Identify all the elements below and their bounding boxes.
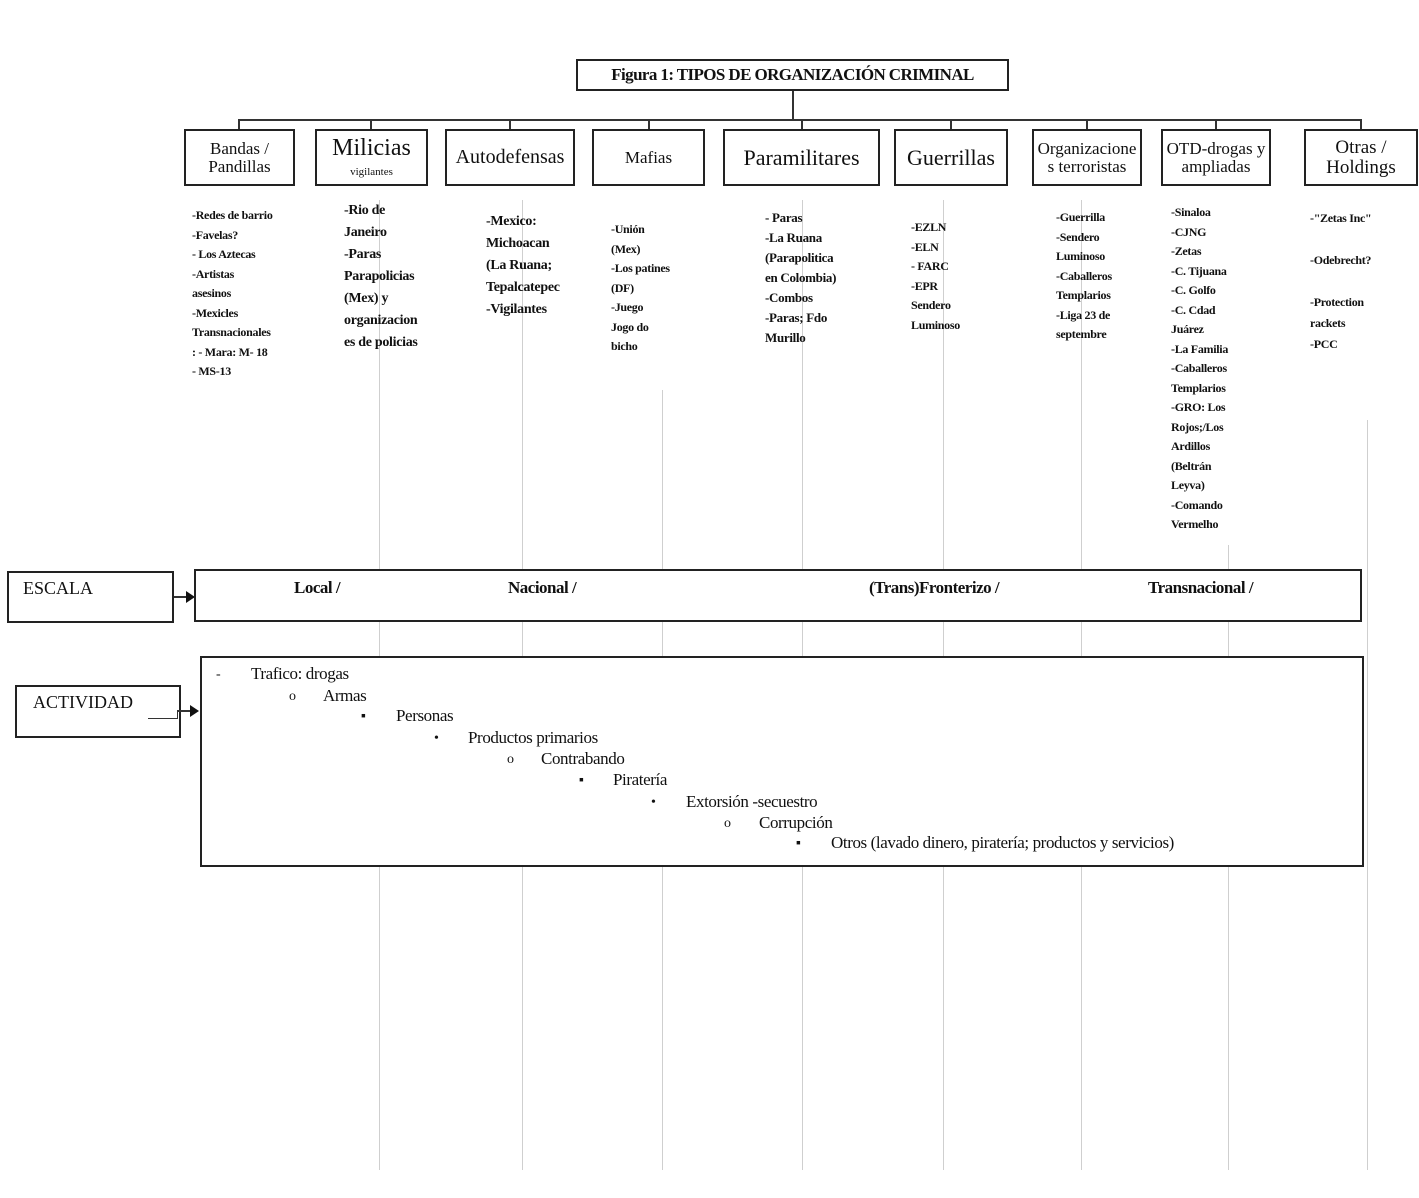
escala-label-box: ESCALA <box>7 571 174 623</box>
branch-drop <box>1360 119 1362 130</box>
actividad-bullet: o <box>724 816 731 831</box>
category-examples: - Paras -La Ruana (Parapolitica en Colom… <box>765 210 837 345</box>
escala-local: Local / <box>294 578 341 597</box>
guide-line <box>1367 420 1368 1170</box>
category-organizaciones-terroristas: Organizacione s terroristas <box>1032 129 1142 186</box>
category-otras-holdings: Otras / Holdings <box>1304 129 1418 186</box>
actividad-bullet: ▪ <box>579 773 584 788</box>
category-examples: -EZLN -ELN - FARC -EPR Sendero Luminoso <box>911 220 960 332</box>
branch-drop <box>801 119 803 130</box>
actividad-bullet: ▪ <box>796 836 801 851</box>
category-examples: -Guerrilla -Sendero Luminoso -Caballeros… <box>1056 210 1112 341</box>
category-label: Organizacione s terroristas <box>1037 138 1137 176</box>
category-label: Mafias <box>624 147 673 167</box>
actividad-bullet: o <box>507 752 514 767</box>
actividad-item: Contrabando <box>541 749 625 768</box>
escala-arrow-icon <box>186 591 195 603</box>
actividad-bullet: • <box>651 795 656 810</box>
actividad-arrow-shaft <box>177 710 191 712</box>
branch-drop <box>1215 119 1217 130</box>
category-label: Autodefensas <box>455 146 565 168</box>
category-mafias: Mafias <box>592 129 705 186</box>
escala-label: ESCALA <box>23 578 94 598</box>
diagram-title-text: Figura 1: TIPOS DE ORGANIZACIÓN CRIMINAL <box>611 65 974 85</box>
escala-nacional: Nacional / <box>508 578 577 597</box>
actividad-bullet: • <box>434 731 439 746</box>
actividad-item: Trafico: drogas <box>251 664 349 683</box>
category-examples: -Redes de barrio -Favelas? - Los Aztecas… <box>192 208 273 378</box>
category-guerrillas: Guerrillas <box>894 129 1008 186</box>
branch-bar <box>238 119 1362 121</box>
category-label: OTD-drogas y ampliadas <box>1166 138 1266 176</box>
branch-drop <box>238 119 240 130</box>
escala-transfronterizo: (Trans)Fronterizo / <box>869 578 1000 597</box>
category-label: Bandas / Pandillas <box>208 138 271 176</box>
actividad-item: Corrupción <box>759 813 833 832</box>
actividad-label-box: ACTIVIDAD <box>15 685 181 738</box>
category-autodefensas: Autodefensas <box>445 129 575 186</box>
category-milicias: Milicias vigilantes <box>315 129 428 186</box>
actividad-bullet: - <box>216 667 221 682</box>
category-bandas-pandillas: Bandas / Pandillas <box>184 129 295 186</box>
category-label: Otras / Holdings <box>1326 136 1396 178</box>
escala-transnacional: Transnacional / <box>1148 578 1254 597</box>
escala-scale-box <box>194 569 1362 622</box>
actividad-item: Productos primarios <box>468 728 598 747</box>
category-examples: -"Zetas Inc" -Odebrecht? -Protection rac… <box>1310 211 1372 351</box>
actividad-bullet: ▪ <box>361 709 366 724</box>
actividad-arrow-riser <box>177 710 178 719</box>
actividad-arrow-shaft <box>148 718 178 719</box>
actividad-bullet: o <box>289 689 296 704</box>
title-connector <box>792 91 794 120</box>
actividad-box <box>200 656 1364 867</box>
actividad-item: Piratería <box>613 770 667 789</box>
actividad-item: Armas <box>323 686 367 705</box>
category-otd-drogas: OTD-drogas y ampliadas <box>1161 129 1271 186</box>
category-examples: -Mexico: Michoacan (La Ruana; Tepalcatep… <box>486 214 560 317</box>
branch-drop <box>1086 119 1088 130</box>
actividad-arrow-icon <box>190 705 199 717</box>
branch-drop <box>370 119 372 130</box>
category-examples: -Sinaloa -CJNG -Zetas -C. Tijuana -C. Go… <box>1171 205 1229 531</box>
category-label: Guerrillas <box>907 144 995 170</box>
branch-drop <box>950 119 952 130</box>
actividad-item: Personas <box>396 706 454 725</box>
escala-arrow-shaft <box>174 596 188 598</box>
actividad-label: ACTIVIDAD <box>33 692 133 712</box>
branch-drop <box>648 119 650 130</box>
actividad-item: Otros (lavado dinero, piratería; product… <box>831 833 1174 852</box>
actividad-item: Extorsión -secuestro <box>686 792 818 811</box>
diagram-title: Figura 1: TIPOS DE ORGANIZACIÓN CRIMINAL <box>576 59 1009 91</box>
category-examples: -Rio de Janeiro -Paras Parapolicias (Mex… <box>344 203 418 350</box>
category-sublabel: vigilantes <box>350 166 393 179</box>
category-examples: -Unión (Mex) -Los patines (DF) -Juego Jo… <box>611 222 670 353</box>
branch-drop <box>509 119 511 130</box>
category-label: Milicias <box>332 135 411 162</box>
category-paramilitares: Paramilitares <box>723 129 880 186</box>
category-label: Paramilitares <box>743 144 860 170</box>
